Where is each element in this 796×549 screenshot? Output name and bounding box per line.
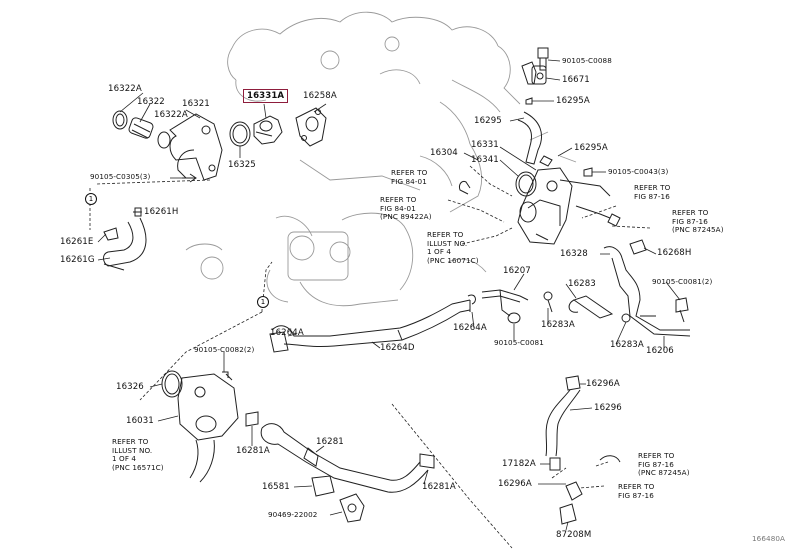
refer-note-1-line1: REFER TO	[391, 168, 428, 177]
part-label-16341[interactable]: 16341	[471, 155, 499, 165]
refer-note-3-line2: ILLUST NO.	[427, 238, 468, 248]
part-label-16281a-left[interactable]: 16281A	[236, 446, 270, 456]
refer-note-7[interactable]: REFER TO FIG 87-16 (PNC 87245A)	[638, 451, 690, 478]
refer-note-6-line1: REFER TO	[112, 437, 149, 446]
water-inlet-housing	[459, 167, 621, 245]
engine-ghost-outline	[185, 11, 577, 307]
part-label-16264d[interactable]: 16264D	[380, 343, 415, 353]
part-label-16261g[interactable]: 16261G	[60, 255, 95, 265]
refer-note-2-line2: FIG 84-01	[380, 203, 416, 213]
left-small-parts	[103, 173, 197, 271]
part-label-16322[interactable]: 16322	[137, 97, 165, 107]
part-label-90105-c0081[interactable]: 90105-C0081	[494, 338, 544, 347]
refer-note-5-line2: FIG 87-16	[672, 216, 708, 226]
part-label-16321[interactable]: 16321	[182, 99, 210, 109]
refer-note-1[interactable]: REFER TO FIG 84-01	[391, 168, 428, 186]
refer-note-6[interactable]: REFER TO ILLUST NO. 1 OF 4 (PNC 16571C)	[112, 437, 164, 472]
part-label-16264a-left[interactable]: 16264A	[270, 328, 304, 338]
bypass-pipe	[603, 239, 691, 337]
part-label-16281[interactable]: 16281	[316, 437, 344, 447]
thermostat-group	[112, 107, 327, 181]
part-label-16296[interactable]: 16296	[594, 403, 622, 413]
refer-note-7-line2: FIG 87-16	[638, 459, 674, 469]
part-label-16295a-top[interactable]: 16295A	[556, 96, 590, 106]
part-label-90105-c0043[interactable]: 90105-C0043(3)	[608, 167, 669, 176]
part-label-16206[interactable]: 16206	[646, 346, 674, 356]
part-label-16322a-mid[interactable]: 16322A	[154, 110, 188, 120]
water-outlet-top	[517, 47, 553, 167]
part-label-16671[interactable]: 16671	[562, 75, 590, 85]
refer-note-6-line2: ILLUST NO.	[112, 445, 153, 455]
refer-note-1-line2: FIG 84-01	[391, 176, 427, 186]
part-label-16283a-low[interactable]: 16283A	[610, 340, 644, 350]
part-label-16296a-low[interactable]: 16296A	[498, 479, 532, 489]
refer-note-2-line3: (PNC 89422A)	[380, 212, 432, 222]
refer-note-5[interactable]: REFER TO FIG 87-16 (PNC 87245A)	[672, 208, 724, 235]
hose-16283	[543, 291, 614, 319]
part-label-16304[interactable]: 16304	[430, 148, 458, 158]
part-label-16258a[interactable]: 16258A	[303, 91, 337, 101]
refer-note-8[interactable]: REFER TO FIG 87-16	[618, 482, 655, 500]
part-label-16281a-right[interactable]: 16281A	[422, 482, 456, 492]
refer-note-8-line2: FIG 87-16	[618, 490, 654, 500]
refer-note-5-line3: (PNC 87245A)	[672, 225, 724, 235]
refer-note-7-line1: REFER TO	[638, 451, 675, 460]
dashed-leaders	[89, 165, 651, 549]
part-label-17182a[interactable]: 17182A	[502, 459, 536, 469]
part-label-16325[interactable]: 16325	[228, 160, 256, 170]
refer-note-4-line2: FIG 87-16	[634, 191, 670, 201]
part-label-16328[interactable]: 16328	[560, 249, 588, 259]
refer-note-5-line1: REFER TO	[672, 208, 709, 217]
part-label-16283[interactable]: 16283	[568, 279, 596, 289]
part-label-87208m[interactable]: 87208M	[556, 530, 592, 540]
hose-16296	[545, 375, 621, 525]
part-label-90105-c0082[interactable]: 90105-C0082(2)	[194, 345, 255, 354]
part-label-16295a-lower[interactable]: 16295A	[574, 143, 608, 153]
refer-note-2[interactable]: REFER TO FIG 84-01 (PNC 89422A)	[380, 195, 432, 222]
part-label-16295[interactable]: 16295	[474, 116, 502, 126]
part-label-16581[interactable]: 16581	[262, 482, 290, 492]
part-label-16207[interactable]: 16207	[503, 266, 531, 276]
refer-note-6-line4: (PNC 16571C)	[112, 462, 164, 472]
refer-note-3-line1: REFER TO	[427, 230, 464, 239]
refer-note-8-line1: REFER TO	[618, 482, 655, 491]
refer-note-7-line3: (PNC 87245A)	[638, 468, 690, 478]
refer-note-4[interactable]: REFER TO FIG 87-16	[634, 183, 671, 201]
part-label-16264a-right[interactable]: 16264A	[453, 323, 487, 333]
refer-note-3-line3: 1 OF 4	[427, 247, 452, 257]
part-label-16261h-left[interactable]: 16261H	[144, 207, 179, 217]
refer-note-6-line3: 1 OF 4	[112, 454, 137, 464]
part-label-90105-c0088[interactable]: 90105-C0088	[562, 56, 612, 65]
callout-mark-1-top: 1	[85, 193, 97, 205]
diagram-code: 166480A	[752, 534, 786, 543]
refer-note-4-line1: REFER TO	[634, 183, 671, 192]
part-label-16031[interactable]: 16031	[126, 416, 154, 426]
part-label-16322a-top[interactable]: 16322A	[108, 84, 142, 94]
refer-note-2-line1: REFER TO	[380, 195, 417, 204]
part-label-16326[interactable]: 16326	[116, 382, 144, 392]
refer-note-3-line4: (PNC 16071C)	[427, 255, 479, 265]
part-label-90469-22002[interactable]: 90469-22002	[268, 510, 318, 519]
water-inlet-16031	[161, 370, 259, 483]
part-label-90105-c0081-2[interactable]: 90105-C0081(2)	[652, 277, 713, 286]
pipe-16264D	[269, 289, 529, 353]
part-label-16331[interactable]: 16331	[471, 140, 499, 150]
refer-note-3[interactable]: REFER TO ILLUST NO. 1 OF 4 (PNC 16071C)	[427, 230, 479, 265]
callout-mark-1-mid: 1	[257, 296, 269, 308]
part-label-90105-c0305[interactable]: 90105-C0305(3)	[90, 172, 151, 181]
part-label-16331a-highlighted[interactable]: 16331A	[243, 89, 289, 103]
leader-lines	[97, 59, 681, 531]
part-label-16268h-top[interactable]: 16268H	[657, 248, 692, 258]
pipe-16281	[260, 423, 435, 523]
part-label-16283a-mid[interactable]: 16283A	[541, 320, 575, 330]
part-label-16296a-top[interactable]: 16296A	[586, 379, 620, 389]
part-label-16261e[interactable]: 16261E	[60, 237, 94, 247]
